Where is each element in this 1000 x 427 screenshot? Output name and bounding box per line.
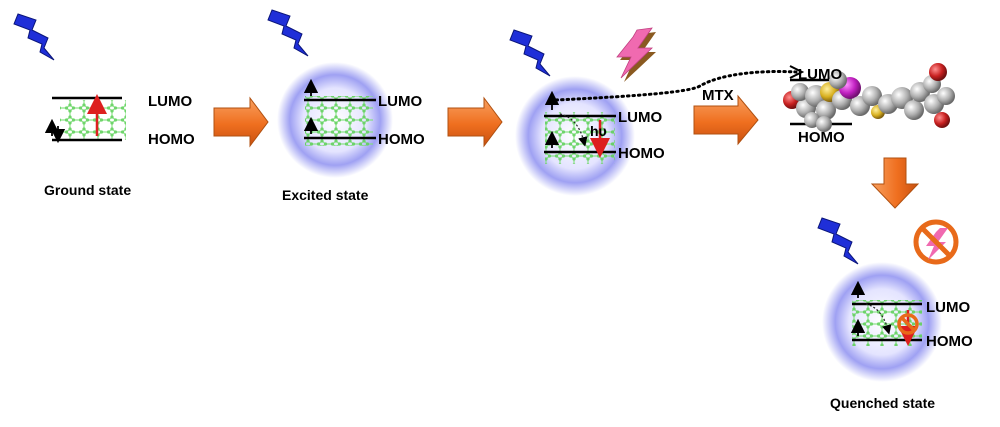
- lightning-bolt-icon: [267, 9, 309, 57]
- quenched-state-panel: LUMO HOMO Quenched state: [822, 262, 973, 411]
- relaxation-arrow: [865, 303, 892, 335]
- quenched-state-caption: Quenched state: [830, 395, 935, 411]
- hv-label: hυ: [590, 123, 607, 139]
- lumo-label: LUMO: [148, 93, 192, 110]
- lightning-bolt-icon: [13, 13, 55, 61]
- lumo-label: LUMO: [798, 66, 842, 83]
- homo-label: HOMO: [926, 333, 973, 350]
- homo-label: HOMO: [798, 129, 845, 146]
- no-emission-icon: [913, 219, 959, 265]
- process-arrow-icon: [870, 157, 920, 209]
- small-no-icon: [897, 313, 919, 335]
- lumo-label: LUMO: [618, 109, 662, 126]
- process-arrow-icon: [693, 94, 759, 146]
- emitting-state-panel: hυ LUMO HOMO: [515, 76, 665, 196]
- lumo-label: LUMO: [378, 93, 422, 110]
- lightning-bolt-icon: [509, 29, 551, 77]
- lightning-bolt-icon: [817, 217, 859, 265]
- ground-state-caption: Ground state: [44, 182, 131, 198]
- mtx-molecule: LUMO HOMO: [783, 63, 955, 146]
- relaxation-arrow: [559, 113, 588, 147]
- excited-state-panel: LUMO HOMO Excited state: [277, 62, 425, 203]
- electron-transfer-arrowhead: [789, 65, 805, 79]
- mtx-label: MTX: [702, 87, 734, 104]
- pink-flash-icon: [616, 27, 656, 82]
- ground-state-panel: LUMO HOMO Ground state: [44, 93, 195, 198]
- homo-label: HOMO: [618, 145, 665, 162]
- homo-label: HOMO: [378, 131, 425, 148]
- process-arrow-icon: [213, 96, 269, 148]
- homo-label: HOMO: [148, 131, 195, 148]
- electron-transfer-path: [554, 70, 798, 102]
- lumo-label: LUMO: [926, 299, 970, 316]
- excited-state-caption: Excited state: [282, 187, 369, 203]
- process-arrow-icon: [447, 96, 503, 148]
